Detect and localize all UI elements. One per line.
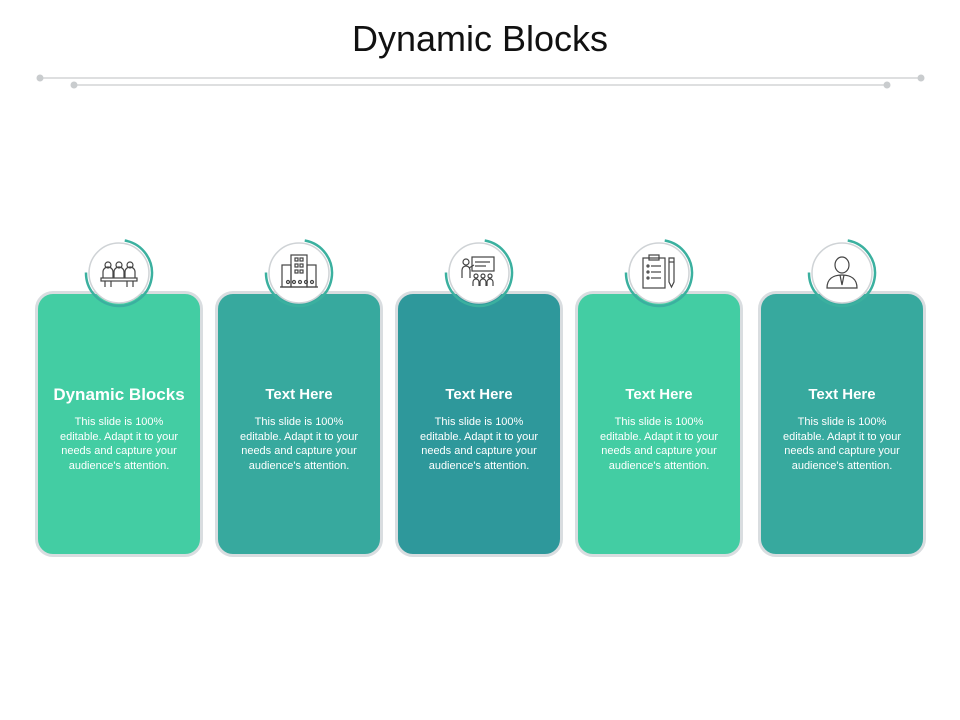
block-card: Text Here This slide is 100% editable. A… — [758, 291, 926, 557]
icon-badge — [264, 238, 334, 308]
block-heading: Text Here — [265, 386, 333, 403]
slide-title: Dynamic Blocks — [351, 18, 609, 59]
meeting-people-icon — [84, 238, 154, 308]
block-card: Text Here This slide is 100% editable. A… — [575, 291, 743, 557]
block-card: Dynamic Blocks This slide is 100% editab… — [35, 291, 203, 557]
icon-badge — [84, 238, 154, 308]
block-heading: Dynamic Blocks — [53, 385, 185, 404]
block-body-text: This slide is 100% editable. Adapt it to… — [419, 416, 539, 472]
block-body-text: This slide is 100% editable. Adapt it to… — [239, 416, 359, 472]
block-body-text: This slide is 100% editable. Adapt it to… — [782, 416, 902, 472]
icon-badge — [444, 238, 514, 308]
block-card: Text Here This slide is 100% editable. A… — [395, 291, 563, 557]
block-body-text: This slide is 100% editable. Adapt it to… — [599, 416, 719, 472]
block-heading: Text Here — [808, 386, 876, 403]
block-heading: Text Here — [625, 386, 693, 403]
icon-badge — [807, 238, 877, 308]
block-body-text: This slide is 100% editable. Adapt it to… — [59, 416, 179, 472]
clipboard-pencil-icon — [624, 238, 694, 308]
block-card: Text Here This slide is 100% editable. A… — [215, 291, 383, 557]
businessman-icon — [807, 238, 877, 308]
block-heading: Text Here — [445, 386, 513, 403]
office-building-icon — [264, 238, 334, 308]
presentation-board-icon — [444, 238, 514, 308]
title-divider — [36, 74, 925, 89]
icon-badge — [624, 238, 694, 308]
